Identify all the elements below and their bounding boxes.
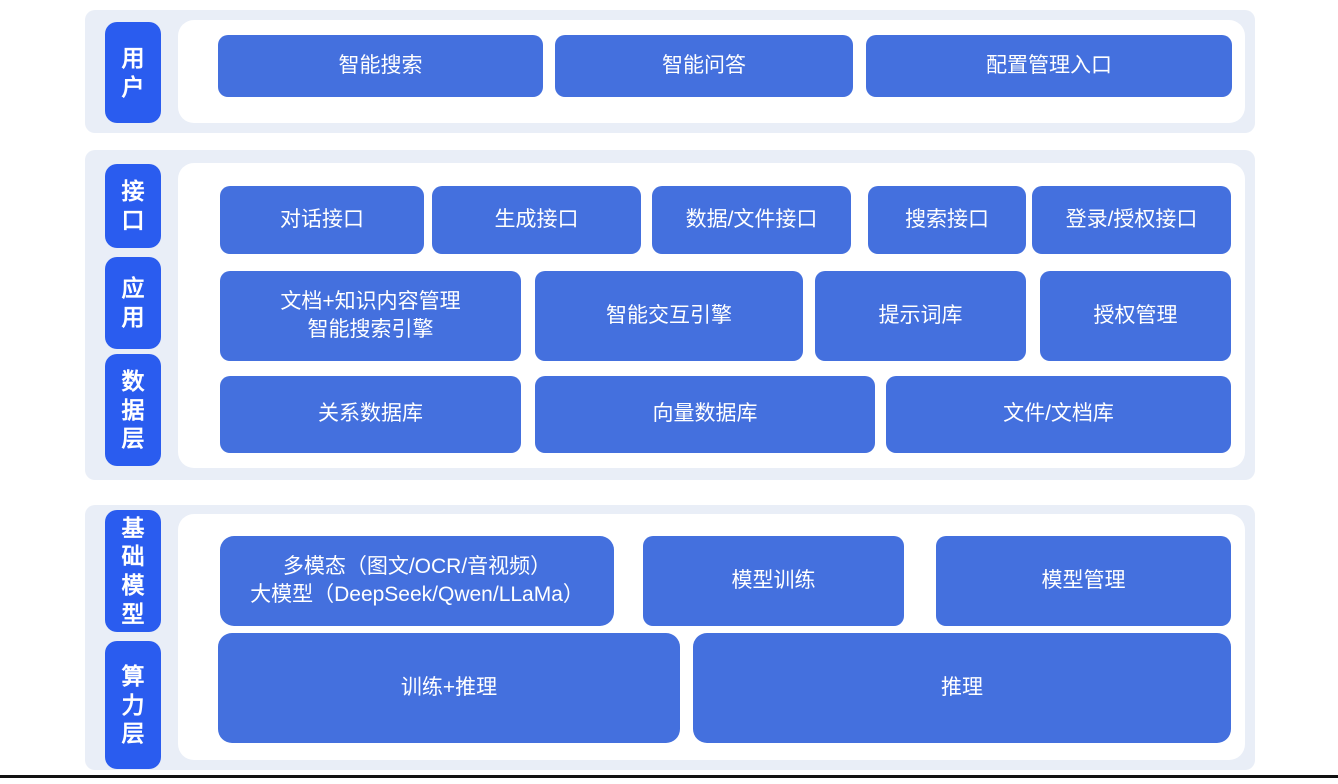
layer-label-foundation-model: 基础模型 <box>105 510 161 632</box>
node-model-training-label: 模型训练 <box>731 568 816 592</box>
node-model-management: 模型管理 <box>936 536 1231 626</box>
node-login-auth-api: 登录/授权接口 <box>1032 186 1231 254</box>
node-auth-management-label: 授权管理 <box>1093 303 1178 327</box>
node-data-file-api-label: 数据/文件接口 <box>685 207 818 231</box>
node-auth-management: 授权管理 <box>1040 271 1231 361</box>
node-dialog-api: 对话接口 <box>220 186 424 254</box>
layer-label-data-layer-text: 数据层 <box>121 367 145 452</box>
node-multimodal-llm-line1: 多模态（图文/OCR/音视频） <box>282 554 552 578</box>
node-multimodal-llm-line2: 大模型（DeepSeek/Qwen/LLaMa） <box>250 583 584 606</box>
node-multimodal-llm: 多模态（图文/OCR/音视频） 大模型（DeepSeek/Qwen/LLaMa） <box>220 536 614 626</box>
layer-label-compute-layer-text: 算力层 <box>121 662 145 747</box>
layer-label-user: 用户 <box>105 22 161 123</box>
node-vector-db-label: 向量数据库 <box>652 402 758 426</box>
layer-label-interface: 接口 <box>105 164 161 248</box>
node-file-doc-store-label: 文件/文档库 <box>1003 402 1114 426</box>
layer-label-application: 应用 <box>105 257 161 349</box>
node-relational-db-label: 关系数据库 <box>318 402 423 426</box>
node-doc-knowledge-mgmt: 文档+知识内容管理 智能搜索引擎 <box>220 271 521 361</box>
node-inference: 推理 <box>693 633 1231 743</box>
node-prompt-library: 提示词库 <box>815 271 1026 361</box>
layer-label-user-text: 用户 <box>121 44 145 100</box>
layer-label-application-text: 应用 <box>121 275 145 330</box>
node-smart-search-label: 智能搜索 <box>338 53 423 77</box>
layer-label-interface-text: 接口 <box>121 178 145 233</box>
node-login-auth-api-label: 登录/授权接口 <box>1065 207 1198 231</box>
node-vector-db: 向量数据库 <box>535 376 875 453</box>
node-smart-qa: 智能问答 <box>555 35 853 97</box>
node-smart-qa-label: 智能问答 <box>662 53 746 77</box>
node-model-training: 模型训练 <box>643 536 904 626</box>
node-model-management-label: 模型管理 <box>1041 568 1126 592</box>
node-prompt-library-label: 提示词库 <box>878 303 963 327</box>
node-inference-label: 推理 <box>941 675 983 699</box>
node-train-inference: 训练+推理 <box>218 633 680 743</box>
node-relational-db: 关系数据库 <box>220 376 521 453</box>
node-data-file-api: 数据/文件接口 <box>652 186 851 254</box>
node-generation-api-label: 生成接口 <box>494 207 579 231</box>
node-search-api: 搜索接口 <box>868 186 1026 254</box>
node-dialog-api-label: 对话接口 <box>280 207 364 231</box>
node-train-inference-label: 训练+推理 <box>400 675 498 699</box>
node-doc-knowledge-mgmt-line1: 文档+知识内容管理 <box>280 289 461 313</box>
layer-label-foundation-model-text: 基础模型 <box>121 514 145 627</box>
node-search-api-label: 搜索接口 <box>905 207 989 231</box>
node-config-entry-label: 配置管理入口 <box>986 53 1112 77</box>
node-config-entry: 配置管理入口 <box>866 35 1232 97</box>
node-generation-api: 生成接口 <box>432 186 641 254</box>
bottom-rule <box>0 775 1338 778</box>
node-doc-knowledge-mgmt-line2: 智能搜索引擎 <box>307 318 434 341</box>
node-interaction-engine-label: 智能交互引擎 <box>606 303 732 327</box>
node-file-doc-store: 文件/文档库 <box>886 376 1231 453</box>
node-interaction-engine: 智能交互引擎 <box>535 271 803 361</box>
layer-label-data-layer: 数据层 <box>105 354 161 466</box>
layer-label-compute-layer: 算力层 <box>105 641 161 769</box>
node-smart-search: 智能搜索 <box>218 35 543 97</box>
